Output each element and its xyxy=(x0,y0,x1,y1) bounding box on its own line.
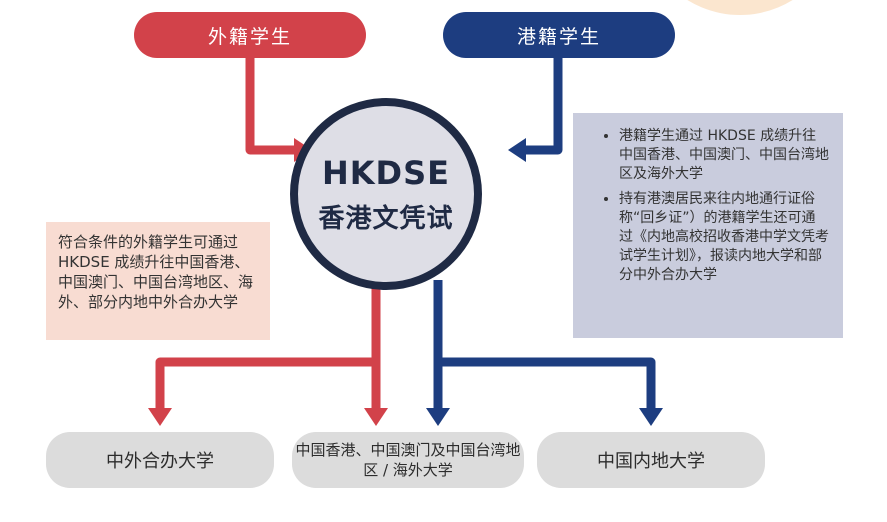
hk-note-item: 持有港澳居民来往内地通行证俗称“回乡证”）的港籍学生还可通过《内地高校招收香港中… xyxy=(619,190,829,285)
foreign-students-pill: 外籍学生 xyxy=(134,12,366,58)
dest-mainland: 中国内地大学 xyxy=(537,432,765,488)
arrow-foreign-to-hub xyxy=(245,58,300,155)
dest-hk-macau-tw-overseas: 中国香港、中国澳门及中国台湾地区 / 海外大学 xyxy=(292,432,524,488)
arrow-red-stem xyxy=(155,280,381,412)
hk-students-pill: 港籍学生 xyxy=(443,12,675,58)
arrowhead-blue-mainland xyxy=(639,408,663,426)
arrow-hk-to-hub xyxy=(520,58,563,155)
hk-note-list: 港籍学生通过 HKDSE 成绩升往中国香港、中国澳门、中国台湾地区及海外大学 持… xyxy=(591,127,829,285)
arrowhead-red-center xyxy=(364,408,388,426)
dest-sino-foreign: 中外合办大学 xyxy=(46,432,274,488)
arrowhead-red-sino-foreign xyxy=(148,408,172,426)
hk-students-note: 港籍学生通过 HKDSE 成绩升往中国香港、中国澳门、中国台湾地区及海外大学 持… xyxy=(573,113,843,338)
foreign-students-note: 符合条件的外籍学生可通过 HKDSE 成绩升往中国香港、中国澳门、中国台湾地区、… xyxy=(46,222,270,340)
arrowhead-hk-to-hub xyxy=(508,138,526,162)
hk-note-item: 港籍学生通过 HKDSE 成绩升往中国香港、中国澳门、中国台湾地区及海外大学 xyxy=(619,127,829,184)
arrowhead-blue-center xyxy=(426,408,450,426)
hub-subtitle: 香港文凭试 xyxy=(318,203,454,234)
hkdse-hub: HKDSE 香港文凭试 xyxy=(290,98,482,290)
arrow-blue-stem xyxy=(433,280,656,412)
hub-title: HKDSE xyxy=(321,153,451,192)
